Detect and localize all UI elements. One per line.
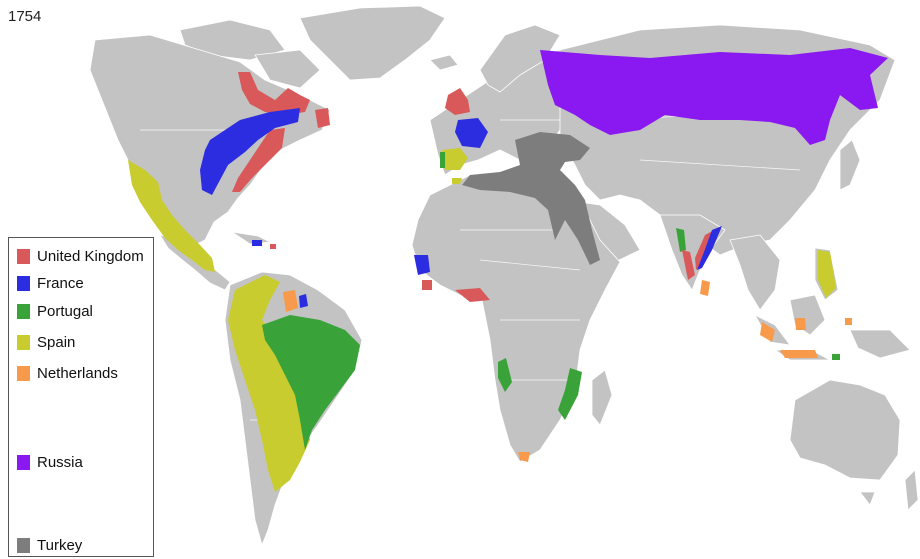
legend-swatch-turkey: [17, 537, 30, 553]
legend-swatch-portugal: [17, 303, 30, 319]
legend-label-turkey: Turkey: [37, 536, 83, 554]
region-france-north-america: [200, 108, 300, 195]
region-russia: [540, 48, 888, 145]
region-spain-mexico: [128, 160, 215, 272]
legend-label-netherlands: Netherlands: [37, 364, 118, 382]
legend-swatch-spain: [17, 334, 30, 350]
legend-item-portugal: Portugal: [17, 301, 93, 321]
land-tasmania: [859, 491, 876, 506]
legend-item-netherlands: Netherlands: [17, 363, 118, 383]
territories: [128, 48, 888, 492]
land-madagascar: [591, 369, 613, 426]
legend-item-spain: Spain: [17, 332, 75, 352]
region-portugal-goa: [676, 228, 686, 252]
region-netherlands-indonesia-1: [760, 322, 775, 342]
land-greenland: [299, 5, 446, 81]
region-uk-hudson: [238, 72, 310, 115]
region-france-senegal: [414, 255, 430, 275]
land-india: [659, 214, 726, 291]
region-netherlands-borneo: [795, 318, 806, 330]
region-spain-canary: [452, 178, 462, 184]
region-uk-isles: [445, 88, 470, 115]
legend: United Kingdom France Portugal Spain Net…: [8, 237, 154, 557]
region-portugal-mozambique: [558, 368, 582, 420]
legend-item-united-kingdom: United Kingdom: [17, 246, 144, 266]
land-japan: [839, 139, 861, 191]
region-portugal: [440, 152, 445, 168]
region-portugal-timor: [832, 354, 840, 360]
region-uk-caribbean: [270, 244, 276, 249]
region-turkey: [462, 132, 600, 265]
legend-swatch-united-kingdom: [17, 248, 30, 264]
region-france-india: [697, 226, 722, 270]
legend-swatch-netherlands: [17, 365, 30, 381]
region-netherlands-ceylon: [700, 280, 710, 296]
land-iceland: [429, 54, 459, 71]
region-france-guiana: [299, 294, 308, 308]
land-caribbean: [231, 231, 272, 245]
region-uk-east-coast: [232, 128, 285, 192]
legend-label-portugal: Portugal: [37, 302, 93, 320]
region-netherlands-suriname: [283, 290, 298, 312]
legend-item-turkey: Turkey: [17, 535, 82, 555]
land-borneo: [789, 294, 826, 336]
legend-item-russia: Russia: [17, 452, 83, 472]
land-new-guinea: [849, 329, 911, 359]
year-label: 1754: [8, 8, 42, 25]
legend-swatch-france: [17, 275, 30, 291]
region-france-caribbean: [252, 240, 262, 246]
region-uk-gambia: [422, 280, 432, 290]
region-uk-newfoundland: [315, 108, 330, 128]
legend-label-spain: Spain: [37, 333, 76, 351]
region-spain-philippines: [818, 250, 836, 298]
region-portugal-brazil: [262, 315, 360, 450]
legend-label-russia: Russia: [37, 453, 83, 471]
land-new-zealand: [904, 469, 919, 511]
region-france: [455, 118, 488, 148]
legend-swatch-russia: [17, 454, 30, 470]
region-spain: [442, 148, 468, 170]
region-netherlands-java: [780, 350, 818, 358]
land-australia: [789, 379, 901, 481]
land-baffin: [254, 49, 321, 89]
region-spain-south-america: [228, 275, 310, 492]
region-portugal-angola: [498, 358, 512, 392]
region-uk-gold-coast: [455, 288, 490, 302]
legend-item-france: France: [17, 273, 84, 293]
legend-label-france: France: [37, 274, 84, 292]
region-netherlands-moluccas: [845, 318, 852, 325]
region-uk-india-west: [682, 250, 695, 280]
region-netherlands-cape: [518, 452, 530, 462]
land-southeast-asia: [729, 234, 781, 311]
legend-label-united-kingdom: United Kingdom: [37, 247, 144, 265]
